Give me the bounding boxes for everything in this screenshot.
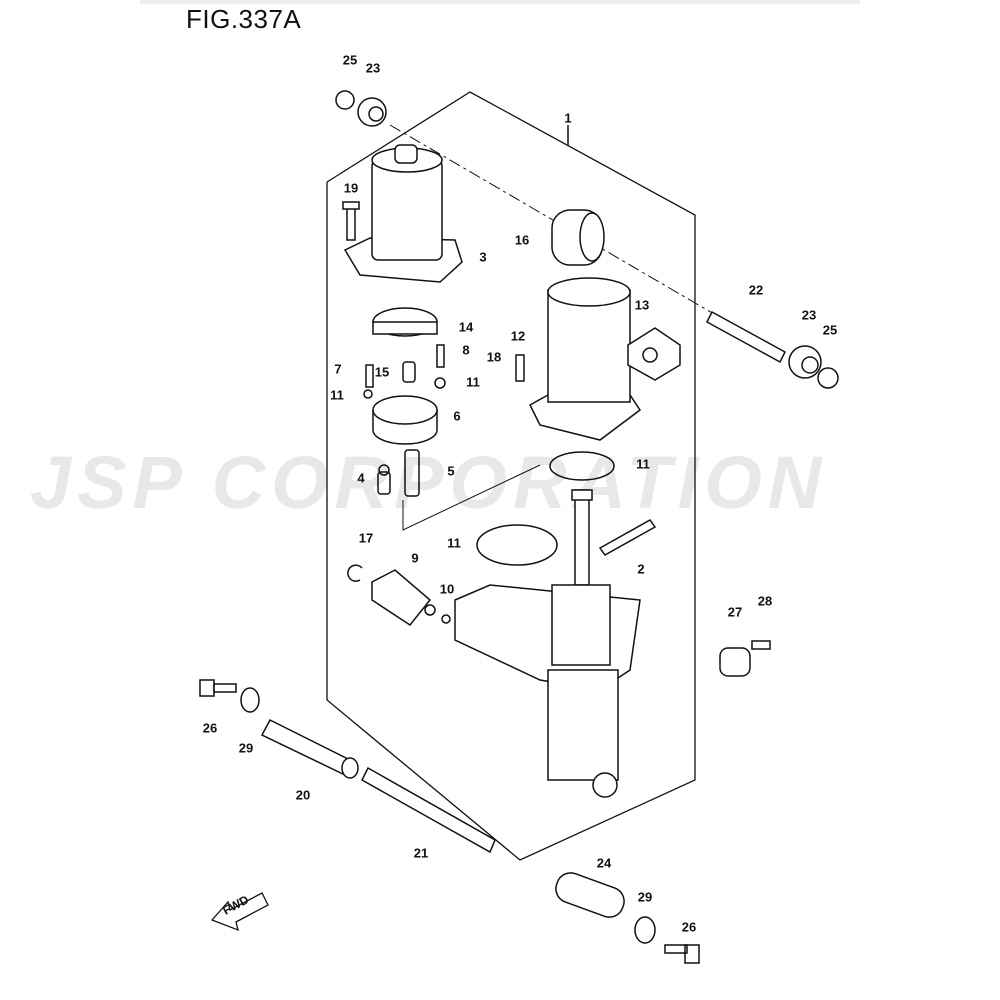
callout: 12 xyxy=(510,328,526,344)
callout: 17 xyxy=(358,530,374,546)
watermark: JSP CORPORATION xyxy=(30,441,828,524)
top-divider xyxy=(140,0,860,4)
manual-valve-part xyxy=(371,569,451,627)
callout: 23 xyxy=(365,60,381,76)
trim-cylinder-part xyxy=(454,489,641,798)
callout: 6 xyxy=(453,408,461,424)
callout: 4 xyxy=(357,470,365,486)
pump-part xyxy=(372,307,438,337)
valve-body-part xyxy=(372,395,438,445)
bushing-part xyxy=(551,209,605,266)
circlip-part xyxy=(347,564,363,582)
plug-part xyxy=(627,327,681,381)
assembly-outline xyxy=(326,91,696,861)
fwd-arrow-icon xyxy=(210,892,269,932)
motor-part xyxy=(343,144,463,283)
small-parts xyxy=(363,344,525,497)
callout: 21 xyxy=(413,845,429,861)
callout: 3 xyxy=(479,249,487,265)
callout: 27 xyxy=(727,604,743,620)
callout: 24 xyxy=(596,855,612,871)
callout: 18 xyxy=(486,349,502,365)
callout: 11 xyxy=(330,387,344,403)
sleeve-part xyxy=(260,719,359,779)
callout: 9 xyxy=(411,550,419,566)
callout: 25 xyxy=(342,52,358,68)
o-ring-part xyxy=(476,524,558,566)
callout: 26 xyxy=(681,919,697,935)
callout: 28 xyxy=(757,593,773,609)
pin-part xyxy=(706,310,786,364)
bushing-part-lower xyxy=(555,872,625,918)
callout: 2 xyxy=(637,561,645,577)
callout: 23 xyxy=(801,307,817,323)
o-ring-part xyxy=(549,451,615,481)
callout: 16 xyxy=(514,232,530,248)
callout: 11 xyxy=(447,535,461,551)
bolt-and-washer-part-right xyxy=(634,916,700,964)
bolt-part xyxy=(342,201,360,241)
callout: 13 xyxy=(634,297,650,313)
callout: 26 xyxy=(202,720,218,736)
callout: 10 xyxy=(439,581,455,597)
callout: 1 xyxy=(564,110,572,126)
bracket-part xyxy=(598,519,657,556)
callout: 19 xyxy=(343,180,359,196)
figure-title: FIG.337A xyxy=(186,4,302,34)
callout: 8 xyxy=(462,342,470,358)
callout: 22 xyxy=(748,282,764,298)
callout: 7 xyxy=(334,361,342,377)
callout: 15 xyxy=(374,364,390,380)
callout: 11 xyxy=(466,374,480,390)
callout: 29 xyxy=(238,740,254,756)
group-bracket-line xyxy=(402,464,541,531)
callout: 11 xyxy=(636,456,650,472)
reservoir-cylinder-part xyxy=(529,277,642,441)
shaft-part xyxy=(361,766,496,854)
bolt-and-washer-part-left xyxy=(199,679,260,713)
callout: 14 xyxy=(458,319,474,335)
callout: 5 xyxy=(447,463,455,479)
snap-ring-and-bushing-part xyxy=(335,90,387,127)
callout: 25 xyxy=(822,322,838,338)
spacer-and-bolt-part xyxy=(719,640,771,677)
callout: 20 xyxy=(295,787,311,803)
callout: 29 xyxy=(637,889,653,905)
bushing-and-ring-part xyxy=(788,345,839,389)
